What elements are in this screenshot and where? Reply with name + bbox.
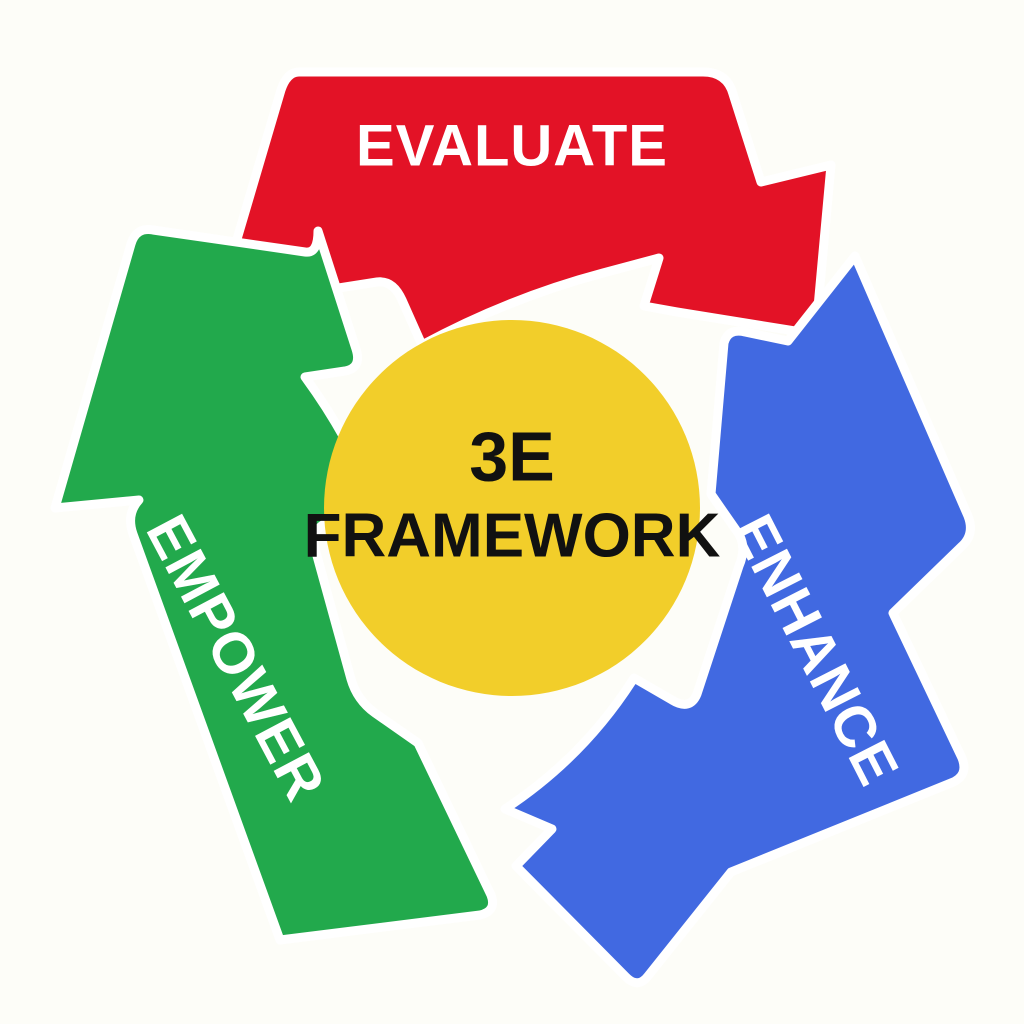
center-hub[interactable]: 3E FRAMEWORK — [304, 320, 721, 696]
stage-arrow-evaluate[interactable]: EVALUATE — [212, 67, 836, 350]
hub-title-primary: 3E — [469, 417, 555, 495]
empower-arrow-shape[interactable] — [50, 225, 498, 945]
stage-arrow-enhance[interactable]: ENHANCE — [500, 251, 975, 988]
evaluate-arrow-label: EVALUATE — [356, 113, 668, 178]
hub-title-secondary: FRAMEWORK — [304, 501, 721, 570]
enhance-arrow-shape[interactable] — [500, 251, 975, 988]
hub-circle-shape[interactable] — [324, 320, 700, 696]
